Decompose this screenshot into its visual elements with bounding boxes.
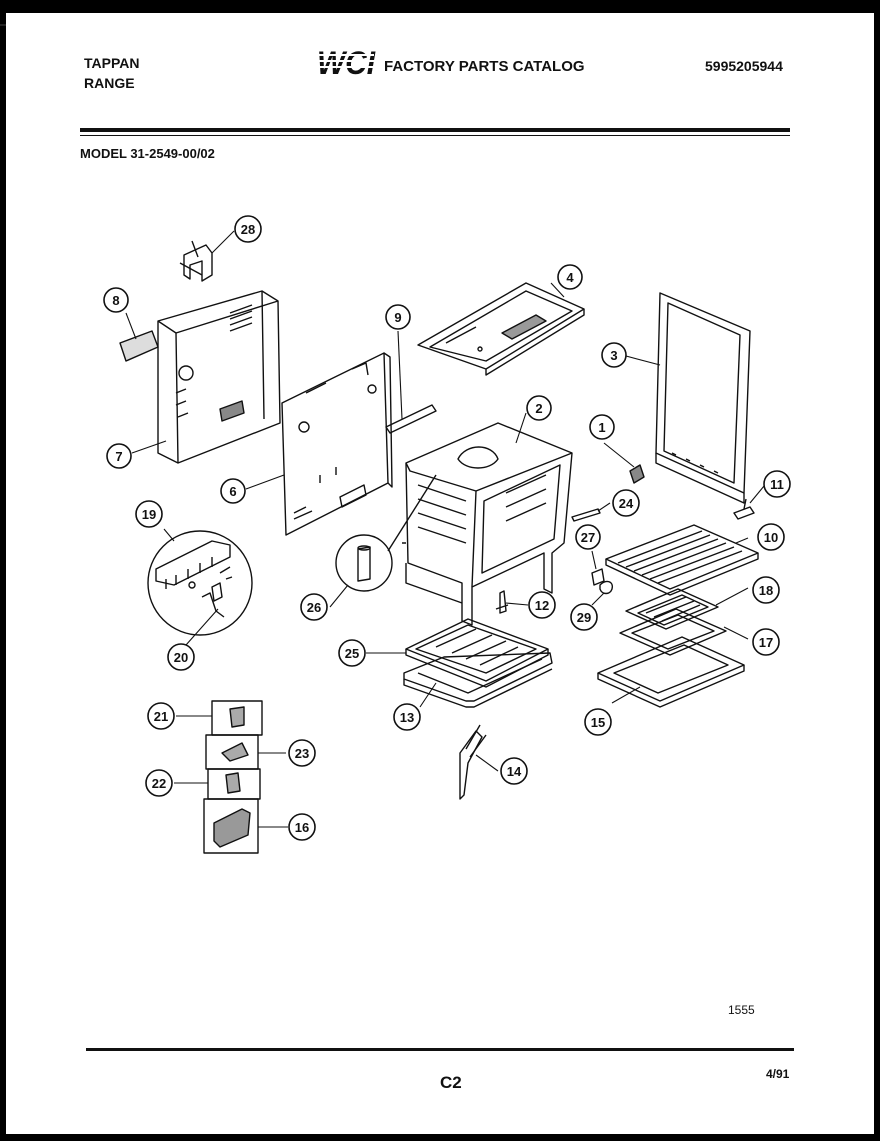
part-24-pin	[571, 508, 601, 522]
part-12-pin	[495, 590, 509, 614]
part-4-top-panel	[417, 282, 585, 376]
svg-text:17: 17	[759, 635, 773, 650]
drawing-code: 1555	[728, 1003, 755, 1017]
callout-28: 28	[234, 215, 262, 243]
part-19-20-detail	[147, 530, 253, 636]
svg-text:27: 27	[581, 530, 595, 545]
svg-text:9: 9	[394, 310, 401, 325]
callout-27: 27	[575, 524, 601, 550]
leader-lines	[125, 230, 765, 828]
callout-10: 10	[757, 523, 785, 551]
svg-text:22: 22	[152, 776, 166, 791]
revision-date: 4/91	[766, 1067, 790, 1081]
part-18-broiler-grid	[625, 588, 719, 630]
part-6-panel	[281, 352, 393, 536]
svg-text:4: 4	[566, 270, 574, 285]
svg-text:6: 6	[229, 484, 236, 499]
part-9-strip	[385, 404, 437, 434]
part-27-screw	[591, 568, 605, 586]
svg-text:29: 29	[577, 610, 591, 625]
catalog-title: FACTORY PARTS CATALOG	[384, 58, 585, 75]
part-10-oven-rack	[605, 524, 759, 596]
callout-26: 26	[300, 593, 328, 621]
svg-text:14: 14	[507, 764, 522, 779]
callout-8: 8	[103, 287, 129, 313]
callout-20: 20	[167, 643, 195, 671]
callout-16: 16	[288, 813, 316, 841]
callout-24: 24	[612, 489, 640, 517]
callout-12: 12	[528, 591, 556, 619]
svg-text:11: 11	[770, 477, 784, 492]
svg-text:28: 28	[241, 222, 255, 237]
part-22-box	[207, 768, 261, 800]
svg-text:20: 20	[174, 650, 188, 665]
svg-text:2: 2	[535, 401, 542, 416]
wci-logo-icon: WCI	[317, 45, 376, 79]
model-number: MODEL 31-2549-00/02	[80, 146, 215, 161]
part-28-bracket	[179, 240, 213, 282]
part-29-knob	[599, 580, 614, 595]
header-rule-thick	[80, 128, 790, 132]
callout-18: 18	[752, 576, 780, 604]
part-23-box	[205, 734, 259, 770]
callout-9: 9	[385, 304, 411, 330]
callout-13: 13	[393, 703, 421, 731]
part-17-broiler-pan	[619, 608, 727, 656]
part-8-plate	[119, 330, 159, 362]
part-16-box	[203, 798, 259, 854]
callout-1: 1	[589, 414, 615, 440]
svg-text:8: 8	[112, 293, 119, 308]
callout-29: 29	[570, 603, 598, 631]
svg-text:12: 12	[535, 598, 549, 613]
callouts: 1 2 3 4 6 7 8 9 10 11 12 13 14 15 16 17 …	[103, 215, 791, 841]
svg-text:26: 26	[307, 600, 321, 615]
part-3-door-frame	[655, 292, 751, 504]
part-13-drawer-frame	[403, 652, 553, 708]
callout-15: 15	[584, 708, 612, 736]
svg-text:23: 23	[295, 746, 309, 761]
footer-rule	[86, 1048, 794, 1051]
callout-11: 11	[763, 470, 791, 498]
part-7-rear-panel	[157, 290, 281, 464]
exploded-parts-diagram: 1 2 3 4 6 7 8 9 10 11 12 13 14 15 16 17 …	[103, 215, 791, 854]
callout-4: 4	[557, 264, 583, 290]
svg-text:13: 13	[400, 710, 414, 725]
part-14-burner	[459, 724, 487, 800]
part-11-bolt	[733, 498, 755, 520]
svg-text:7: 7	[115, 449, 122, 464]
callout-25: 25	[338, 639, 366, 667]
callout-19: 19	[135, 500, 163, 528]
callout-3: 3	[601, 342, 627, 368]
part-21-box	[211, 700, 263, 736]
part-2-oven-frame	[402, 422, 573, 626]
svg-text:19: 19	[142, 507, 156, 522]
svg-text:3: 3	[610, 348, 617, 363]
header-rule-thin	[80, 135, 790, 136]
svg-text:21: 21	[154, 709, 168, 724]
brand-line-1: TAPPAN	[84, 55, 140, 71]
catalog-page: TAPPAN RANGE WCI FACTORY PARTS CATALOG 5…	[6, 13, 874, 1134]
svg-text:10: 10	[764, 530, 778, 545]
svg-text:15: 15	[591, 715, 605, 730]
page-label: C2	[440, 1073, 462, 1092]
svg-text:18: 18	[759, 583, 773, 598]
callout-23: 23	[288, 739, 316, 767]
svg-text:25: 25	[345, 646, 359, 661]
callout-7: 7	[106, 443, 132, 469]
callout-17: 17	[752, 628, 780, 656]
part-26-detail	[335, 474, 437, 592]
catalog-number: 5995205944	[705, 58, 783, 74]
callout-6: 6	[220, 478, 246, 504]
callout-21: 21	[147, 702, 175, 730]
callout-14: 14	[500, 757, 528, 785]
callout-2: 2	[526, 395, 552, 421]
svg-text:1: 1	[598, 420, 605, 435]
part-1-clip	[629, 464, 645, 484]
svg-text:24: 24	[619, 496, 634, 511]
callout-22: 22	[145, 769, 173, 797]
brand-line-2: RANGE	[84, 75, 135, 91]
svg-text:16: 16	[295, 820, 309, 835]
part-15-tray	[597, 636, 745, 708]
